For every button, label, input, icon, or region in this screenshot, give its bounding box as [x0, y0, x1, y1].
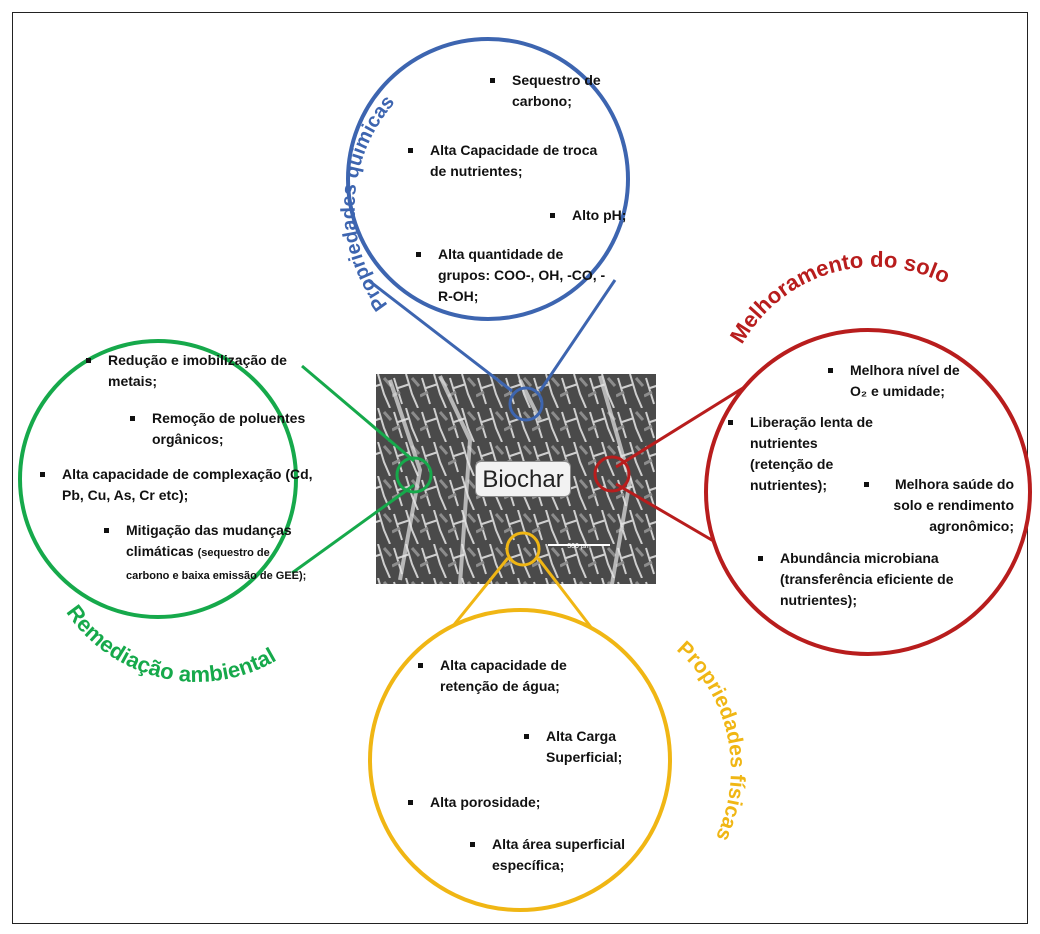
chemical-item: Alto pH;	[550, 205, 650, 226]
remediation-item-note: (sequestro de carbono e baixa emissão de…	[126, 547, 307, 582]
bullet-icon	[416, 252, 421, 257]
soil-item: Melhora nível de O₂ e umidade;	[828, 360, 978, 402]
bullet-icon	[86, 358, 91, 363]
biochar-label: Biochar	[475, 461, 571, 497]
soil-item: Abundância microbiana (transferência efi…	[758, 548, 958, 611]
physical-title: Propriedades físicas	[673, 637, 749, 845]
physical-item: Alta área superficial específica;	[470, 834, 670, 876]
bullet-icon	[490, 78, 495, 83]
bullet-icon	[524, 734, 529, 739]
soil-item: Melhora saúde do solo e rendimento agron…	[864, 474, 1014, 537]
bullet-icon	[828, 368, 833, 373]
bullet-icon	[40, 472, 45, 477]
remediation-item: Remoção de poluentes orgânicos;	[130, 408, 330, 450]
soil-item: Liberação lenta de nutrientes (retenção …	[728, 412, 878, 496]
bullet-icon	[130, 416, 135, 421]
bullet-icon	[550, 213, 555, 218]
bullet-icon	[418, 663, 423, 668]
sem-image: 300 µm	[376, 374, 656, 585]
remediation-connector	[291, 364, 433, 575]
bullet-icon	[758, 556, 763, 561]
bullet-icon	[728, 420, 733, 425]
remediation-circle	[18, 339, 298, 619]
remediation-item: Redução e imobilização de metais;	[86, 350, 306, 392]
physical-item: Alta porosidade;	[408, 792, 608, 813]
physical-item: Alta Carga Superficial;	[524, 726, 654, 768]
chemical-connector	[367, 278, 617, 422]
chemical-item: Sequestro de carbono;	[490, 70, 610, 112]
soil-circle	[704, 328, 1032, 656]
scale-label: 300 µm	[567, 543, 591, 550]
bullet-icon	[104, 528, 109, 533]
physical-item: Alta capacidade de retenção de água;	[418, 655, 608, 697]
remediation-item: Alta capacidade de complexação (Cd, Pb, …	[40, 464, 320, 506]
remediation-item-main: Mitigação das mudanças climáticas	[126, 522, 292, 559]
physical-circle	[368, 608, 672, 912]
bullet-icon	[408, 800, 413, 805]
remediation-item: Mitigação das mudanças climáticas (seque…	[104, 520, 314, 587]
bullet-icon	[408, 148, 413, 153]
chemical-circle	[346, 37, 630, 321]
bullet-icon	[470, 842, 475, 847]
chemical-item: Alta Capacidade de troca de nutrientes;	[408, 140, 608, 182]
bullet-icon	[864, 482, 869, 487]
chemical-item: Alta quantidade de grupos: COO-, OH, -CO…	[416, 244, 610, 307]
